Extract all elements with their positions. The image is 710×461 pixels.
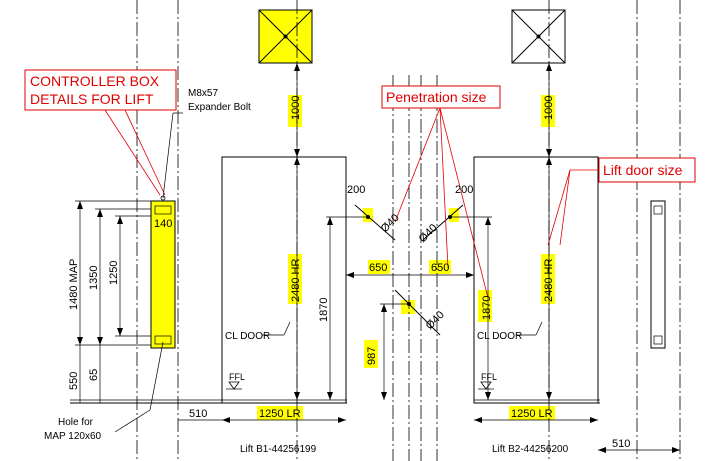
leader-lines (114, 112, 543, 433)
dim-650-right: 650 (431, 262, 449, 274)
dim-200-left: 200 (347, 184, 365, 196)
ffl-right-label: FFL (481, 372, 497, 382)
floor-lines (70, 381, 600, 404)
dim-1250-lr-left: 1250 LR (259, 408, 301, 420)
lift-b1-label: Lift B1-44256199 (240, 444, 317, 455)
door-frame-right (473, 156, 599, 404)
ffl-left-label: FFL (229, 372, 245, 382)
dim-1870-right: 1870 (481, 296, 493, 320)
dim-1480-map: 1480 MAP (68, 259, 80, 310)
controller-box-note-line2: DETAILS FOR LIFT (30, 91, 154, 107)
dim-phi40-a: Ø40 (379, 212, 402, 235)
dim-2480-hr-right: 2480 HR (543, 259, 555, 302)
controller-box-note-line1: CONTROLLER BOX (30, 73, 160, 89)
top-vertical-dims (294, 63, 552, 157)
dim-650-left: 650 (369, 262, 387, 274)
bolt-label-line1: M8x57 (188, 88, 218, 99)
hole-label-line1: Hole for (58, 417, 94, 428)
dim-987: 987 (366, 347, 378, 365)
door-frame-left (221, 156, 347, 404)
dim-550: 550 (68, 372, 80, 390)
dim-140: 140 (154, 218, 172, 230)
dim-2480-hr-left: 2480 HR (290, 259, 302, 302)
dim-phi40-c: Ø40 (424, 309, 447, 332)
cl-door-left-label: CL DOOR (225, 331, 270, 342)
dimension-highlights (152, 95, 555, 420)
controller-box (150, 195, 176, 349)
top-box-right (511, 9, 566, 64)
red-callouts (24, 69, 696, 299)
dim-510-left: 510 (189, 408, 207, 420)
dim-1350: 1350 (88, 266, 100, 290)
dim-phi40-b: Ø40 (417, 222, 440, 245)
bolt-label-line2: Expander Bolt (188, 102, 251, 113)
controller-box-right (650, 200, 666, 349)
hr-dims (294, 157, 552, 400)
dim-1000-right: 1000 (543, 96, 555, 120)
centre-lines (136, 0, 681, 461)
dim-1250-lr-right: 1250 LR (511, 408, 553, 420)
bottom-dims (178, 417, 680, 453)
dim-1250: 1250 (108, 261, 120, 285)
penetrations (326, 204, 492, 400)
lift-b2-label: Lift B2-44256200 (492, 444, 569, 455)
dim-1000-left: 1000 (290, 96, 302, 120)
dim-510-right: 510 (612, 438, 630, 450)
penetration-size-note: Penetration size (386, 89, 487, 105)
top-box-left (258, 9, 313, 64)
hole-label-line2: MAP 120x60 (44, 431, 102, 442)
dim-65: 65 (88, 369, 100, 381)
lift-door-size-note: Lift door size (603, 162, 683, 178)
left-vertical-dims (75, 200, 151, 403)
dim-1870-left: 1870 (318, 298, 330, 322)
dim-200-right: 200 (455, 184, 473, 196)
cl-door-right-label: CL DOOR (477, 331, 522, 342)
